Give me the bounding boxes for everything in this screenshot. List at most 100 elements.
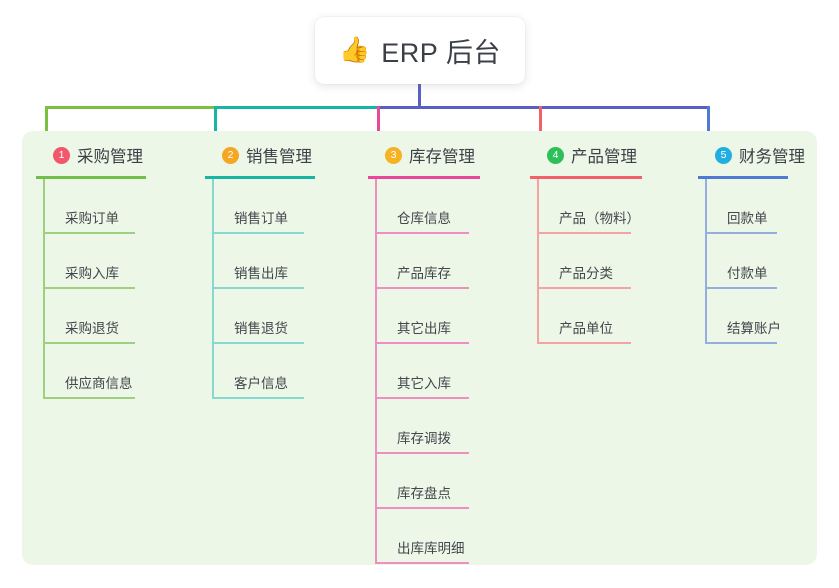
item-label: 产品单位 <box>559 321 613 336</box>
item-spine <box>375 344 377 399</box>
column-header-rule <box>530 176 642 179</box>
list-item[interactable]: 供应商信息 <box>36 344 186 399</box>
item-label: 出库库明细 <box>397 541 465 556</box>
item-label: 其它出库 <box>397 321 451 336</box>
item-label: 回款单 <box>727 211 768 226</box>
trunk-line <box>418 84 421 106</box>
item-rule <box>375 287 469 289</box>
column-header-3[interactable]: 3 库存管理 <box>368 142 520 168</box>
item-rule <box>375 232 469 234</box>
item-label: 仓库信息 <box>397 211 451 226</box>
list-item[interactable]: 库存盘点 <box>368 454 520 509</box>
list-item[interactable]: 采购入库 <box>36 234 186 289</box>
list-item[interactable]: 产品分类 <box>530 234 682 289</box>
item-spine <box>212 289 214 344</box>
bus-segment <box>377 106 541 109</box>
list-item[interactable]: 采购订单 <box>36 179 186 234</box>
bus-segment <box>214 106 379 109</box>
list-item[interactable]: 销售出库 <box>205 234 355 289</box>
column-items-5: 回款单 付款单 结算账户 <box>698 179 828 344</box>
list-item[interactable]: 结算账户 <box>698 289 828 344</box>
item-spine <box>705 289 707 344</box>
column-5: 5 财务管理 回款单 付款单 结算账户 <box>698 142 828 344</box>
column-title-3: 库存管理 <box>409 148 475 166</box>
column-badge-2: 2 <box>222 146 239 164</box>
thumbs-up-icon: 👍 <box>339 36 371 64</box>
list-item[interactable]: 销售退货 <box>205 289 355 344</box>
item-label: 客户信息 <box>234 376 288 391</box>
column-header-2[interactable]: 2 销售管理 <box>205 142 355 168</box>
column-header-rule <box>698 176 788 179</box>
list-item[interactable]: 销售订单 <box>205 179 355 234</box>
column-4: 4 产品管理 产品（物料） 产品分类 产品单位 <box>530 142 682 344</box>
item-rule <box>537 287 631 289</box>
item-label: 供应商信息 <box>65 376 133 391</box>
item-spine <box>537 234 539 289</box>
item-label: 产品分类 <box>559 266 613 281</box>
title-card: 👍 ERP 后台 <box>315 17 525 84</box>
item-rule <box>375 507 469 509</box>
bus-segment <box>45 106 216 109</box>
item-rule <box>375 397 469 399</box>
branch-drop-1 <box>45 106 48 142</box>
branch-drop-5 <box>707 106 710 142</box>
item-rule <box>43 342 135 344</box>
list-item[interactable]: 其它入库 <box>368 344 520 399</box>
branch-drop-3 <box>377 106 380 142</box>
item-spine <box>375 179 377 234</box>
item-rule <box>375 452 469 454</box>
column-header-rule <box>368 176 480 179</box>
item-rule <box>537 232 631 234</box>
list-item[interactable]: 库存调拨 <box>368 399 520 454</box>
item-label: 结算账户 <box>727 321 781 336</box>
column-header-1[interactable]: 1 采购管理 <box>36 142 186 168</box>
list-item[interactable]: 仓库信息 <box>368 179 520 234</box>
list-item[interactable]: 其它出库 <box>368 289 520 344</box>
item-rule <box>212 287 304 289</box>
column-badge-1: 1 <box>53 146 70 164</box>
list-item[interactable]: 出库库明细 <box>368 509 520 564</box>
diagram-panel <box>22 131 817 565</box>
item-label: 库存调拨 <box>397 431 451 446</box>
item-spine <box>375 289 377 344</box>
item-rule <box>537 342 631 344</box>
list-item[interactable]: 付款单 <box>698 234 828 289</box>
list-item[interactable]: 产品（物料） <box>530 179 682 234</box>
column-badge-5: 5 <box>715 146 732 164</box>
item-spine <box>43 234 45 289</box>
item-label: 付款单 <box>727 266 768 281</box>
item-spine <box>212 344 214 399</box>
item-spine <box>375 509 377 564</box>
column-badge-3: 3 <box>385 146 402 164</box>
item-label: 产品（物料） <box>559 211 640 226</box>
column-header-4[interactable]: 4 产品管理 <box>530 142 682 168</box>
item-rule <box>43 287 135 289</box>
item-rule <box>705 287 777 289</box>
item-spine <box>705 179 707 234</box>
item-rule <box>43 397 135 399</box>
item-spine <box>43 344 45 399</box>
item-rule <box>212 232 304 234</box>
column-3: 3 库存管理 仓库信息 产品库存 其它出库 其它入库 库存调拨 库存盘点 <box>368 142 520 564</box>
list-item[interactable]: 产品单位 <box>530 289 682 344</box>
item-rule <box>375 562 469 564</box>
item-rule <box>705 342 777 344</box>
item-spine <box>212 179 214 234</box>
item-label: 销售订单 <box>234 211 288 226</box>
list-item[interactable]: 客户信息 <box>205 344 355 399</box>
item-spine <box>212 234 214 289</box>
branch-drop-2 <box>214 106 217 142</box>
item-label: 采购入库 <box>65 266 119 281</box>
column-header-5[interactable]: 5 财务管理 <box>698 142 828 168</box>
column-2: 2 销售管理 销售订单 销售出库 销售退货 客户信息 <box>205 142 355 399</box>
column-1: 1 采购管理 采购订单 采购入库 采购退货 供应商信息 <box>36 142 186 399</box>
list-item[interactable]: 产品库存 <box>368 234 520 289</box>
column-title-4: 产品管理 <box>571 148 637 166</box>
item-spine <box>375 399 377 454</box>
list-item[interactable]: 回款单 <box>698 179 828 234</box>
item-rule <box>43 232 135 234</box>
column-items-2: 销售订单 销售出库 销售退货 客户信息 <box>205 179 355 399</box>
list-item[interactable]: 采购退货 <box>36 289 186 344</box>
item-label: 销售出库 <box>234 266 288 281</box>
